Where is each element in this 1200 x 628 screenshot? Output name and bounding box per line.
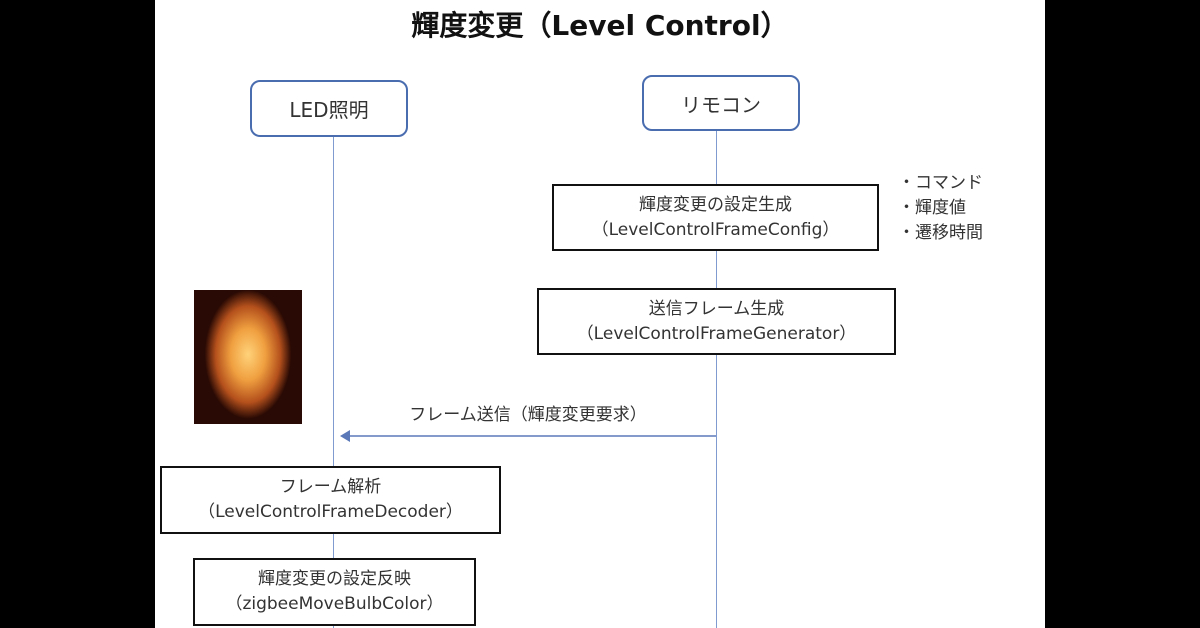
- message-label: フレーム送信（輝度変更要求）: [409, 405, 647, 425]
- config-item: ・遷移時間: [898, 223, 983, 243]
- step-config: 輝度変更の設定生成 （LevelControlFrameConfig）: [552, 184, 879, 251]
- config-items: ・コマンド ・輝度値 ・遷移時間: [898, 171, 983, 246]
- step-config-title: 輝度変更の設定生成: [639, 194, 792, 215]
- step-generator-title: 送信フレーム生成: [648, 298, 785, 319]
- actor-remote-label: リモコン: [681, 92, 761, 117]
- step-generator: 送信フレーム生成 （LevelControlFrameGenerator）: [537, 288, 896, 355]
- arrowhead-icon: [340, 430, 350, 442]
- step-config-function: （LevelControlFrameConfig）: [591, 219, 840, 240]
- config-item: ・輝度値: [898, 198, 966, 218]
- step-decoder: フレーム解析 （LevelControlFrameDecoder）: [160, 466, 501, 534]
- step-apply-title: 輝度変更の設定反映: [258, 569, 411, 589]
- remote-lifeline: [716, 130, 717, 628]
- actor-remote: リモコン: [642, 75, 800, 131]
- step-decoder-title: フレーム解析: [279, 477, 382, 497]
- actor-led: LED照明: [250, 80, 408, 137]
- diagram-title: 輝度変更（Level Control）: [411, 9, 789, 42]
- step-apply-function: （zigbeeMoveBulbColor）: [225, 594, 444, 614]
- step-apply: 輝度変更の設定反映 （zigbeeMoveBulbColor）: [193, 558, 476, 626]
- message-arrow: [340, 430, 716, 442]
- lamp-image: [194, 290, 302, 424]
- config-item: ・コマンド: [898, 173, 983, 193]
- led-lifeline: [333, 136, 334, 628]
- actor-led-label: LED照明: [289, 98, 369, 122]
- step-decoder-function: （LevelControlFrameDecoder）: [198, 502, 463, 522]
- step-generator-function: （LevelControlFrameGenerator）: [576, 323, 857, 344]
